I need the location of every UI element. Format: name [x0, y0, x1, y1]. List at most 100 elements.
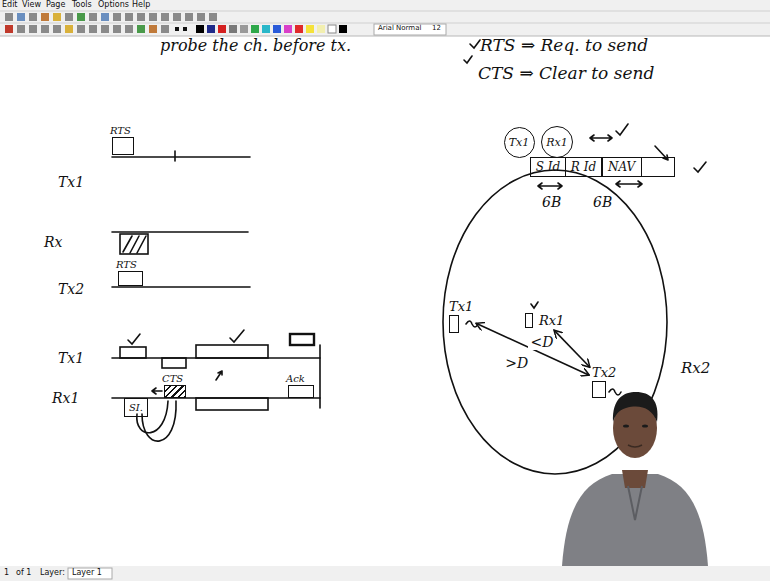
node-label: Rx1: [546, 136, 567, 149]
note-label: Layer:: [40, 568, 65, 577]
hatch: [123, 236, 146, 253]
check-mark: [230, 330, 244, 342]
node-label: Ack: [286, 372, 314, 385]
node-tl: Ack: [286, 372, 314, 398]
note-label: Page: [46, 0, 65, 9]
device-symbol: [449, 315, 459, 333]
note-label: Tools: [72, 0, 92, 9]
check-mark: [694, 162, 706, 172]
note-label: probe the ch. before tx.: [160, 37, 351, 55]
node-cell: R Id: [565, 157, 603, 177]
handwritten-ink: [112, 40, 706, 474]
note-label: View: [22, 0, 41, 9]
frame-box: [288, 385, 314, 398]
toolbar-separator: [0, 36, 770, 37]
note-label: of 1: [16, 568, 31, 577]
layer-field: [68, 568, 112, 579]
node-devAbove: Tx1: [449, 300, 473, 333]
node-devAbove: Tx2: [592, 366, 616, 398]
timeline: [112, 156, 250, 158]
note-label: 6B: [542, 194, 561, 210]
check-mark: [616, 124, 628, 135]
frame-box: [196, 398, 268, 410]
note-label: Tx2: [58, 281, 84, 297]
note-label: RTS ⇒ Req. to send: [480, 36, 648, 56]
color-palette: [196, 25, 347, 33]
timeline: [112, 286, 250, 288]
range-arrow: [476, 323, 589, 375]
tick-mark: [174, 151, 176, 161]
lecturer-figure: [562, 392, 708, 566]
node-cell: S Id: [530, 157, 566, 177]
device-symbol: [592, 381, 606, 398]
collided-frame: [120, 234, 148, 254]
node-label: R Id: [571, 161, 596, 174]
pointer-arrow: [216, 371, 222, 380]
device-symbol: [525, 313, 533, 328]
edge-label: <D: [528, 335, 555, 350]
status-band: [0, 566, 770, 581]
note-label: Rx2: [681, 360, 710, 377]
toolbar-icons: [5, 13, 217, 33]
note-label: Options: [98, 0, 129, 9]
frame-box: [112, 137, 134, 155]
frame-box: [162, 358, 186, 368]
toolbar-band: [0, 0, 770, 36]
frame-box: [118, 271, 143, 286]
node-tl: RTS: [110, 124, 134, 155]
note-label: Layer 1: [72, 568, 102, 577]
tick-mark: [531, 302, 538, 308]
node-label: Tx1: [449, 300, 473, 313]
note-label: 12: [432, 24, 441, 32]
node-label: RTS: [110, 124, 134, 137]
node-label: Rx1: [539, 314, 564, 327]
toolbar-separator: [0, 23, 770, 24]
check-mark: [128, 334, 140, 344]
note-label: Tx1: [58, 174, 84, 190]
note-label: Arial Normal: [378, 24, 421, 32]
check-mark: [464, 56, 472, 63]
node-label: NAV: [608, 161, 635, 174]
node-label: Tx2: [592, 366, 616, 379]
node-label: Tx1: [509, 136, 530, 149]
note-label: 6B: [593, 194, 612, 210]
double-arrow: [590, 135, 612, 141]
timeline: [112, 231, 248, 233]
note-label: Help: [132, 0, 150, 9]
node-circle: Rx1: [541, 126, 573, 158]
note-label: Tx1: [58, 350, 84, 366]
node-label: RTS: [116, 258, 143, 271]
note-label: Rx: [44, 234, 62, 250]
frame-box: [120, 347, 146, 358]
frame-box: [164, 385, 186, 398]
font-field: [374, 24, 446, 35]
note-label: Rx1: [52, 390, 79, 406]
node-tl: RTS: [116, 258, 143, 286]
frame-cell: [641, 157, 675, 177]
node-label: S Id: [536, 161, 560, 174]
edge-label: >D: [503, 356, 530, 371]
node-tl: CTS: [162, 372, 186, 398]
antenna-wave: [609, 389, 621, 395]
node-devRight: Rx1: [525, 313, 564, 328]
size-arrow: [616, 181, 642, 187]
frame-box: [290, 334, 314, 345]
gap-arrow: [152, 388, 162, 394]
node-circle: Tx1: [504, 127, 535, 158]
data-frame: [196, 345, 268, 358]
node-cell: NAV: [601, 157, 642, 177]
range-arrow: [554, 330, 590, 367]
note-label: Edit: [2, 0, 18, 9]
note-label: CTS ⇒ Clear to send: [478, 64, 654, 84]
note-label: 1: [4, 568, 9, 577]
coverage-region: [443, 170, 667, 474]
node-box: SI.: [124, 398, 148, 417]
size-arrow: [538, 183, 562, 189]
check-mark: [470, 40, 480, 48]
toolbar-separator: [0, 11, 770, 12]
node-label: SI.: [129, 401, 143, 414]
node-label: CTS: [162, 372, 186, 385]
